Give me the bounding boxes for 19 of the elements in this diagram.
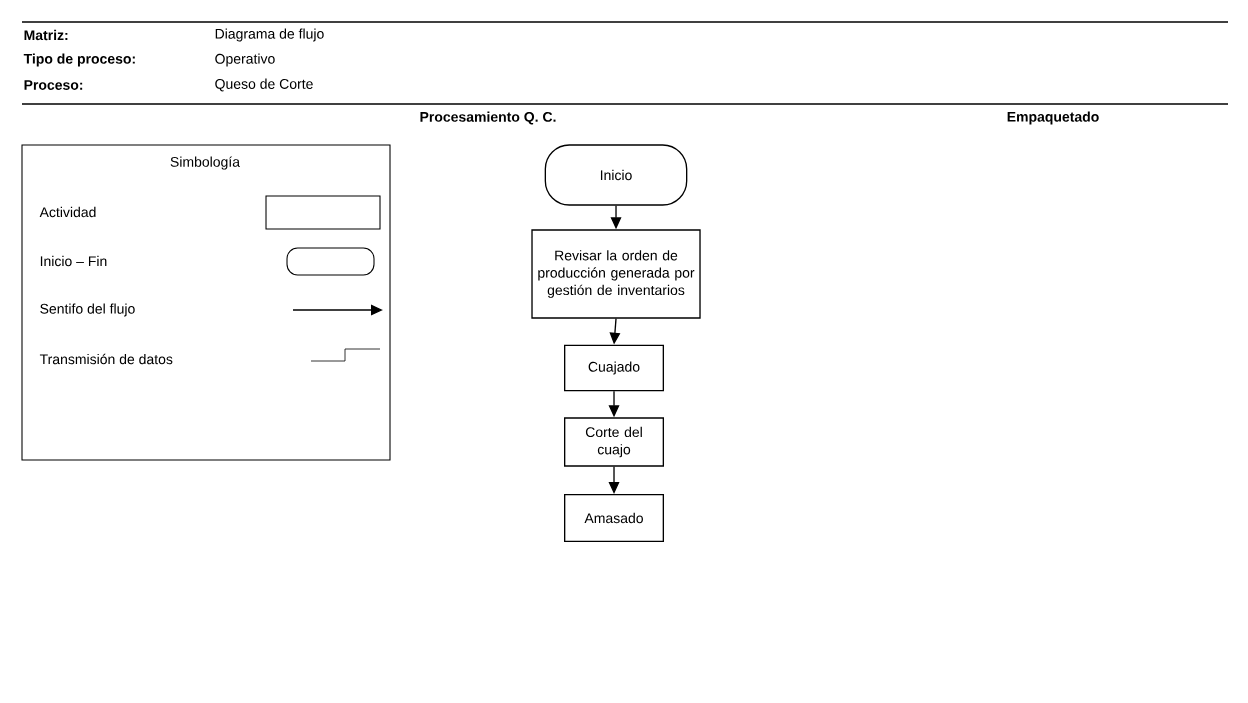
field-value: Queso de Corte [215, 78, 313, 92]
field-value: Operativo [215, 53, 275, 67]
field-label: Tipo de proceso: [23, 53, 135, 67]
field-label: Proceso: [24, 80, 83, 90]
legend-label: Transmisión de datos [39, 353, 173, 365]
arrow [608, 466, 620, 494]
terminal-box: Inicio [544, 144, 688, 206]
legend-label: Actividad [39, 206, 96, 218]
legend-title: Simbología [170, 156, 240, 170]
column-header: Empaquetado [1007, 111, 1099, 125]
legend-label: Inicio – Fin [40, 255, 107, 267]
process-box: Corte del cuajo [564, 417, 664, 467]
process-box: Cuajado [564, 344, 664, 392]
field-label: Matriz: [24, 29, 68, 41]
field-value: Diagrama de flujo [215, 28, 324, 42]
legend-label: Sentifo del flujo [40, 303, 135, 317]
process-box: Amasado [564, 494, 664, 542]
column-header: Procesamiento Q. C. [420, 111, 556, 125]
process-box: Revisar la orden de producción generada por gestión de inventarios [531, 229, 701, 319]
